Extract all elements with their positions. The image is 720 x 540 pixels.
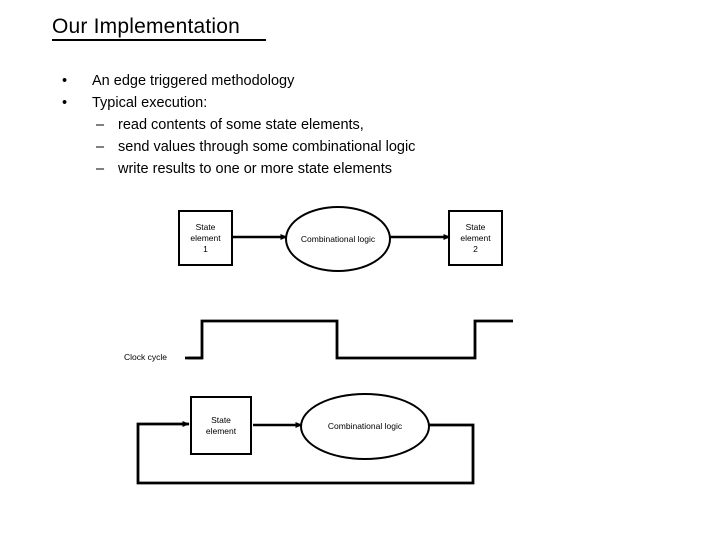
list-item: – send values through some combinational… [58,136,658,158]
state-element-1-line1: State [195,221,216,232]
dash-marker-icon: – [96,161,105,177]
state-element-1-line3: 1 [203,243,208,254]
list-item-label: Typical execution: [92,95,208,111]
bullet-list: • An edge triggered methodology • Typica… [58,70,658,180]
state-element-box: State element [190,396,252,455]
dash-marker-icon: – [96,117,105,133]
clock-cycle-label: Clock cycle [124,352,167,362]
combinational-logic-top-label: Combinational logic [300,233,376,244]
list-item-label: An edge triggered methodology [92,73,295,89]
clock-waveform [185,319,513,360]
list-item-label: write results to one or more state eleme… [118,161,393,177]
list-item: • Typical execution: [58,92,658,114]
bullet-marker-icon: • [62,95,68,111]
state-element-2-line2: element [460,232,491,243]
combinational-logic-bottom-label: Combinational logic [327,421,403,431]
state-element-2-box: State element 2 [448,210,503,266]
list-item: – write results to one or more state ele… [58,158,658,180]
list-item-label: read contents of some state elements, [118,117,364,133]
bullet-marker-icon: • [62,73,68,89]
combinational-logic-top-ellipse: Combinational logic [285,206,391,272]
list-item: • An edge triggered methodology [58,70,658,92]
title-underline [52,39,266,41]
state-element-2-line1: State [465,221,486,232]
state-element-line2: element [205,425,237,436]
list-item-label: send values through some combinational l… [118,139,416,155]
page-title: Our Implementation [52,15,241,38]
state-element-1-line2: element [190,232,221,243]
dash-marker-icon: – [96,139,105,155]
combinational-logic-bottom-ellipse: Combinational logic [300,393,430,460]
state-element-2-line3: 2 [473,243,478,254]
list-item: – read contents of some state elements, [58,114,658,136]
state-element-1-box: State element 1 [178,210,233,266]
state-element-line1: State [211,414,231,425]
